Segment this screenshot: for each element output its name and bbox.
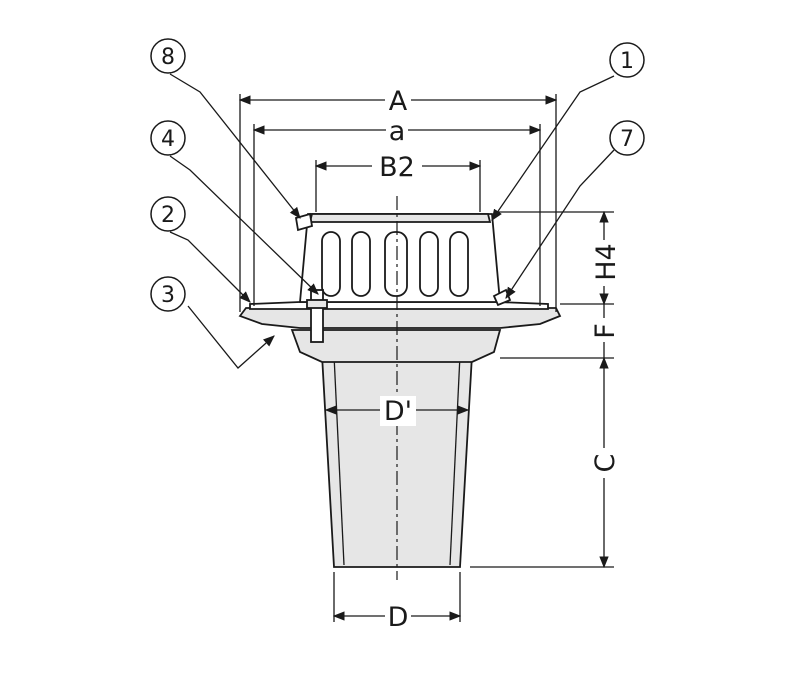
callout-7: 7 <box>609 120 645 156</box>
dim-D-prime: D' <box>384 396 412 427</box>
svg-text:4: 4 <box>161 127 175 152</box>
svg-text:2: 2 <box>161 203 175 228</box>
dim-D: D <box>388 602 409 633</box>
callout-leaders <box>169 73 615 369</box>
drain-body <box>238 301 562 568</box>
grate-slots <box>321 231 469 297</box>
dim-a: a <box>389 116 406 147</box>
svg-text:8: 8 <box>161 45 175 70</box>
svg-text:3: 3 <box>161 283 175 308</box>
outlet-pipe <box>321 354 473 568</box>
callout-1: 1 <box>609 42 645 78</box>
dim-H4: H4 <box>591 243 622 280</box>
dim-A: A <box>389 86 408 117</box>
dim-C: C <box>590 454 621 473</box>
bell-section <box>290 329 502 363</box>
callout-2: 2 <box>150 196 186 232</box>
svg-text:7: 7 <box>620 127 634 152</box>
flange <box>238 307 562 329</box>
svg-text:1: 1 <box>620 49 634 74</box>
bolt <box>310 289 324 343</box>
dome-grate <box>294 212 512 343</box>
callout-4: 4 <box>150 120 186 156</box>
callout-8: 8 <box>150 38 186 74</box>
dim-F: F <box>590 323 621 339</box>
bolt-nut <box>306 299 328 309</box>
callout-3: 3 <box>150 276 186 312</box>
dim-B2: B2 <box>379 152 415 183</box>
